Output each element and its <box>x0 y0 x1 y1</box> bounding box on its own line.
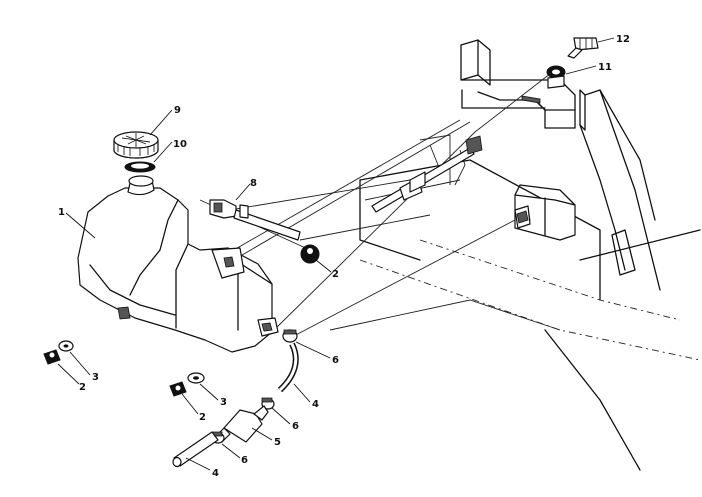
callout-labels: 1 9 10 8 12 11 2 3 2 3 2 6 4 6 5 6 4 <box>58 34 630 479</box>
bolt-12 <box>567 37 599 59</box>
callout-2-upper: 2 <box>332 269 339 280</box>
shock-rod <box>371 135 483 213</box>
callout-2-lower: 2 <box>199 412 206 423</box>
clamp-6-upper <box>282 329 298 343</box>
fuel-cap <box>113 131 159 159</box>
nut-2-lower <box>169 381 187 397</box>
callout-2-left: 2 <box>79 382 86 393</box>
callout-5: 5 <box>274 437 281 448</box>
fuel-line-upper <box>277 342 299 393</box>
fuel-tank <box>77 175 279 353</box>
callout-10: 10 <box>173 139 187 150</box>
stud <box>514 205 531 229</box>
vehicle-frame <box>329 39 701 471</box>
callout-4-lower: 4 <box>212 468 219 479</box>
callout-6-middle: 6 <box>292 421 299 432</box>
callout-4-upper: 4 <box>312 399 319 410</box>
washer-3-left <box>58 340 74 352</box>
callout-8: 8 <box>250 178 257 189</box>
callout-12: 12 <box>616 34 630 45</box>
callout-3-lower: 3 <box>220 397 227 408</box>
callout-11: 11 <box>598 62 612 73</box>
nut-2-upper <box>300 244 320 264</box>
washer-11 <box>546 65 566 89</box>
fuel-line-lower <box>172 431 219 468</box>
callout-3-left: 3 <box>92 372 99 383</box>
callout-1: 1 <box>58 207 65 218</box>
callout-6-upper: 6 <box>332 355 339 366</box>
nut-2-left <box>43 349 61 365</box>
fuel-cap-gasket <box>124 161 156 173</box>
tank-fitting <box>209 199 301 241</box>
washer-3-lower <box>187 372 205 384</box>
leader-lines <box>57 37 615 471</box>
callout-6-lower: 6 <box>241 455 248 466</box>
callout-9: 9 <box>174 105 181 116</box>
